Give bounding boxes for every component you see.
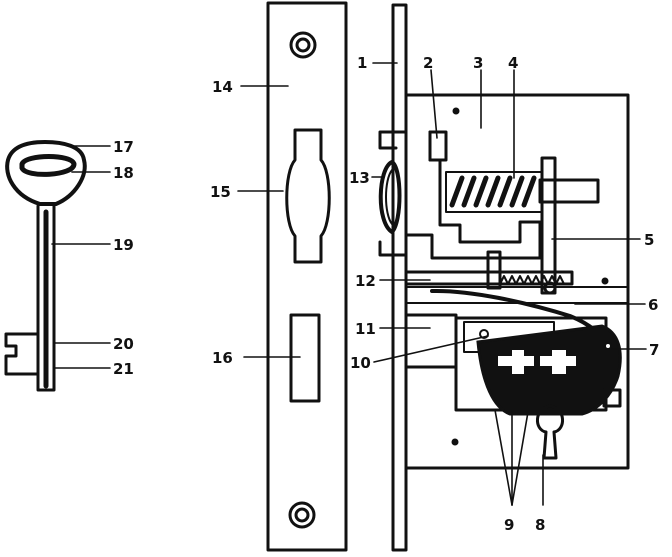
lock-faceplate bbox=[391, 3, 408, 552]
leader-9-a bbox=[494, 409, 513, 506]
label-16: 16 bbox=[212, 349, 233, 367]
label-11: 11 bbox=[355, 320, 376, 338]
key bbox=[4, 140, 87, 392]
label-8-bottom: 8 bbox=[535, 516, 545, 534]
key-bow bbox=[5, 140, 87, 206]
label-17: 17 bbox=[113, 138, 134, 156]
deadbolt bbox=[404, 313, 458, 369]
ratchet-bar bbox=[404, 250, 574, 295]
latch-spring-rod bbox=[538, 178, 600, 204]
latch-slide bbox=[378, 130, 542, 260]
tumbler-pack bbox=[476, 324, 622, 416]
keyhole bbox=[536, 404, 564, 460]
lock-case bbox=[404, 93, 630, 470]
strike-screw-hole-bottom bbox=[288, 501, 316, 529]
leader-2 bbox=[430, 69, 438, 139]
callout-labels: 1 2 3 4 5 6 7 8 9 10 11 12 13 14 15 16 1… bbox=[113, 54, 659, 534]
leader-9-c bbox=[511, 411, 529, 506]
leader-10 bbox=[373, 335, 489, 363]
label-3: 3 bbox=[473, 54, 483, 72]
latch-bolt-inner bbox=[385, 169, 393, 225]
latch-block bbox=[428, 130, 448, 162]
strike-bolt-opening bbox=[289, 313, 321, 403]
label-1: 1 bbox=[357, 54, 367, 72]
label-9: 9 bbox=[504, 516, 514, 534]
label-21: 21 bbox=[113, 360, 134, 378]
strike-screw-hole-top bbox=[289, 31, 317, 59]
leader-lines bbox=[51, 62, 647, 506]
strike-screw-hole-bottom-inner bbox=[294, 507, 310, 523]
key-shank bbox=[36, 204, 56, 392]
label-19: 19 bbox=[113, 236, 134, 254]
strike-screw-hole-top-inner bbox=[295, 37, 311, 53]
label-2: 2 bbox=[423, 54, 433, 72]
latch-spring bbox=[449, 175, 537, 208]
latch-mechanism bbox=[378, 130, 600, 295]
strike-latch-opening bbox=[285, 128, 331, 264]
tumbler-stub bbox=[602, 388, 622, 408]
case-rivet-bottom bbox=[451, 438, 459, 446]
case-rivet-top bbox=[452, 107, 460, 115]
label-14: 14 bbox=[212, 78, 233, 96]
tumbler-gate-left bbox=[498, 350, 534, 374]
lock-case-outline bbox=[404, 93, 630, 470]
key-bit bbox=[4, 332, 40, 376]
label-5: 5 bbox=[644, 231, 654, 249]
label-10: 10 bbox=[350, 354, 371, 372]
strike-plate bbox=[266, 1, 348, 552]
ratchet-pivot bbox=[543, 281, 557, 295]
label-4: 4 bbox=[508, 54, 518, 72]
ratchet-teeth bbox=[499, 275, 565, 285]
label-7: 7 bbox=[649, 341, 659, 359]
label-20: 20 bbox=[113, 335, 134, 353]
case-rivet-right bbox=[601, 277, 609, 285]
deadbolt-mechanism bbox=[404, 313, 622, 460]
tumbler-dot bbox=[604, 342, 612, 350]
label-18: 18 bbox=[113, 164, 134, 182]
key-bow-eye bbox=[19, 154, 77, 177]
ratchet-pin bbox=[486, 250, 502, 290]
tumbler-gate-right bbox=[540, 350, 576, 374]
label-12: 12 bbox=[355, 272, 376, 290]
label-6: 6 bbox=[648, 296, 658, 314]
label-15: 15 bbox=[210, 183, 231, 201]
label-13: 13 bbox=[349, 169, 370, 187]
strike-plate-body bbox=[266, 1, 348, 552]
